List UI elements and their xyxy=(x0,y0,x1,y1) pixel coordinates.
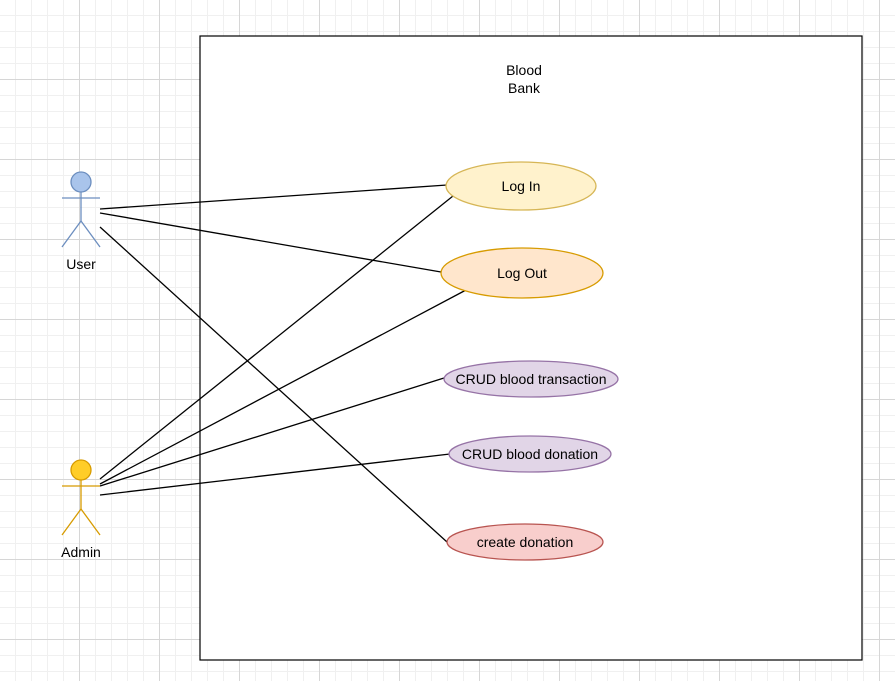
use-case-login-label: Log In xyxy=(502,178,541,194)
use-case-crud-transaction-shape xyxy=(443,360,619,398)
user-head xyxy=(70,171,92,193)
association-user-logout[interactable] xyxy=(99,212,442,273)
system-boundary[interactable] xyxy=(199,35,863,661)
use-case-create-donation[interactable]: create donation xyxy=(446,523,604,561)
use-case-crud-transaction[interactable]: CRUD blood transaction xyxy=(443,360,619,398)
system-title-line1: Blood xyxy=(506,62,542,78)
association-admin-login[interactable] xyxy=(99,195,454,480)
association-user-login[interactable] xyxy=(99,184,448,210)
use-case-crud-donation[interactable]: CRUD blood donation xyxy=(448,435,612,473)
association-user-create-donation[interactable] xyxy=(99,226,448,543)
use-case-create-donation-label: create donation xyxy=(477,534,574,550)
use-case-crud-donation-shape xyxy=(448,435,612,473)
user-label: User xyxy=(66,256,96,272)
use-case-crud-transaction-label: CRUD blood transaction xyxy=(456,371,607,387)
admin-label: Admin xyxy=(61,544,101,560)
use-case-create-donation-shape xyxy=(446,523,604,561)
system-title-line2: Bank xyxy=(508,80,541,96)
use-case-login[interactable]: Log In xyxy=(445,161,597,211)
admin-body xyxy=(61,480,101,536)
associations xyxy=(99,184,467,543)
use-case-crud-donation-label: CRUD blood donation xyxy=(462,446,598,462)
association-admin-logout[interactable] xyxy=(99,289,467,485)
association-admin-crud-donation[interactable] xyxy=(99,453,451,496)
use-case-logout[interactable]: Log Out xyxy=(440,247,604,299)
use-case-logout-shape xyxy=(440,247,604,299)
use-case-login-shape xyxy=(445,161,597,211)
admin-head xyxy=(70,459,92,481)
actor-user[interactable]: User xyxy=(61,171,101,272)
association-admin-crud-transaction[interactable] xyxy=(99,377,445,487)
user-body xyxy=(61,192,101,248)
actor-admin[interactable]: Admin xyxy=(61,459,101,560)
use-case-logout-label: Log Out xyxy=(497,265,547,281)
